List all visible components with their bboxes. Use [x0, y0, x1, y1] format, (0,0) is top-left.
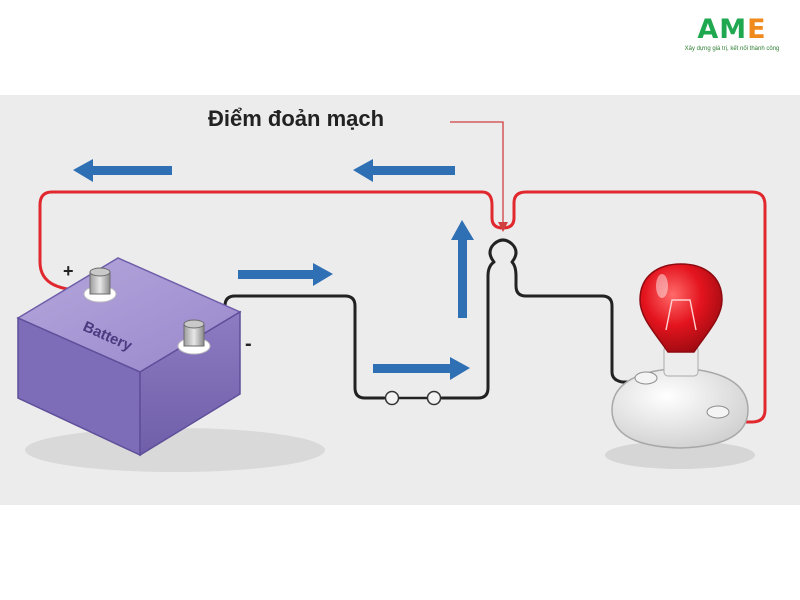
battery-shadow [25, 428, 325, 472]
bulb-highlight [656, 274, 668, 298]
callout-pointer [498, 222, 508, 232]
negative-wire-to-bulb [440, 238, 638, 400]
lamp-base [611, 367, 749, 449]
switch-contact-left [384, 390, 400, 406]
arrow-right-1 [238, 263, 333, 286]
bulb-shadow [605, 441, 755, 469]
lamp-terminal-left [634, 371, 658, 385]
logo-letter-m: M [719, 14, 748, 45]
logo-letter-e: E [747, 14, 767, 45]
battery: Battery [16, 257, 242, 457]
logo-mark: AME [682, 16, 782, 44]
arrow-right-2 [373, 357, 470, 380]
logo-letter-a: A [697, 14, 720, 45]
ame-logo: AME Xây dựng giá trị, kết nối thành công [682, 16, 782, 53]
callout-label: Điểm đoản mạch [208, 106, 384, 131]
arrow-up [451, 220, 474, 318]
current-arrows [73, 159, 474, 380]
bulb-filament [665, 299, 697, 331]
lamp-terminal-right [706, 405, 730, 419]
bulb-glass [639, 263, 723, 353]
plus-sign: + [63, 261, 74, 281]
arrow-left-2 [353, 159, 455, 182]
minus-sign: - [245, 333, 252, 355]
negative-terminal-cap [183, 319, 205, 329]
logo-tagline: Xây dựng giá trị, kết nối thành công [684, 46, 780, 52]
callout-leader-line [450, 121, 504, 225]
switch-contact-right [426, 390, 442, 406]
arrow-left-1 [73, 159, 172, 182]
light-bulb [611, 263, 749, 449]
positive-terminal-cap [89, 267, 111, 277]
